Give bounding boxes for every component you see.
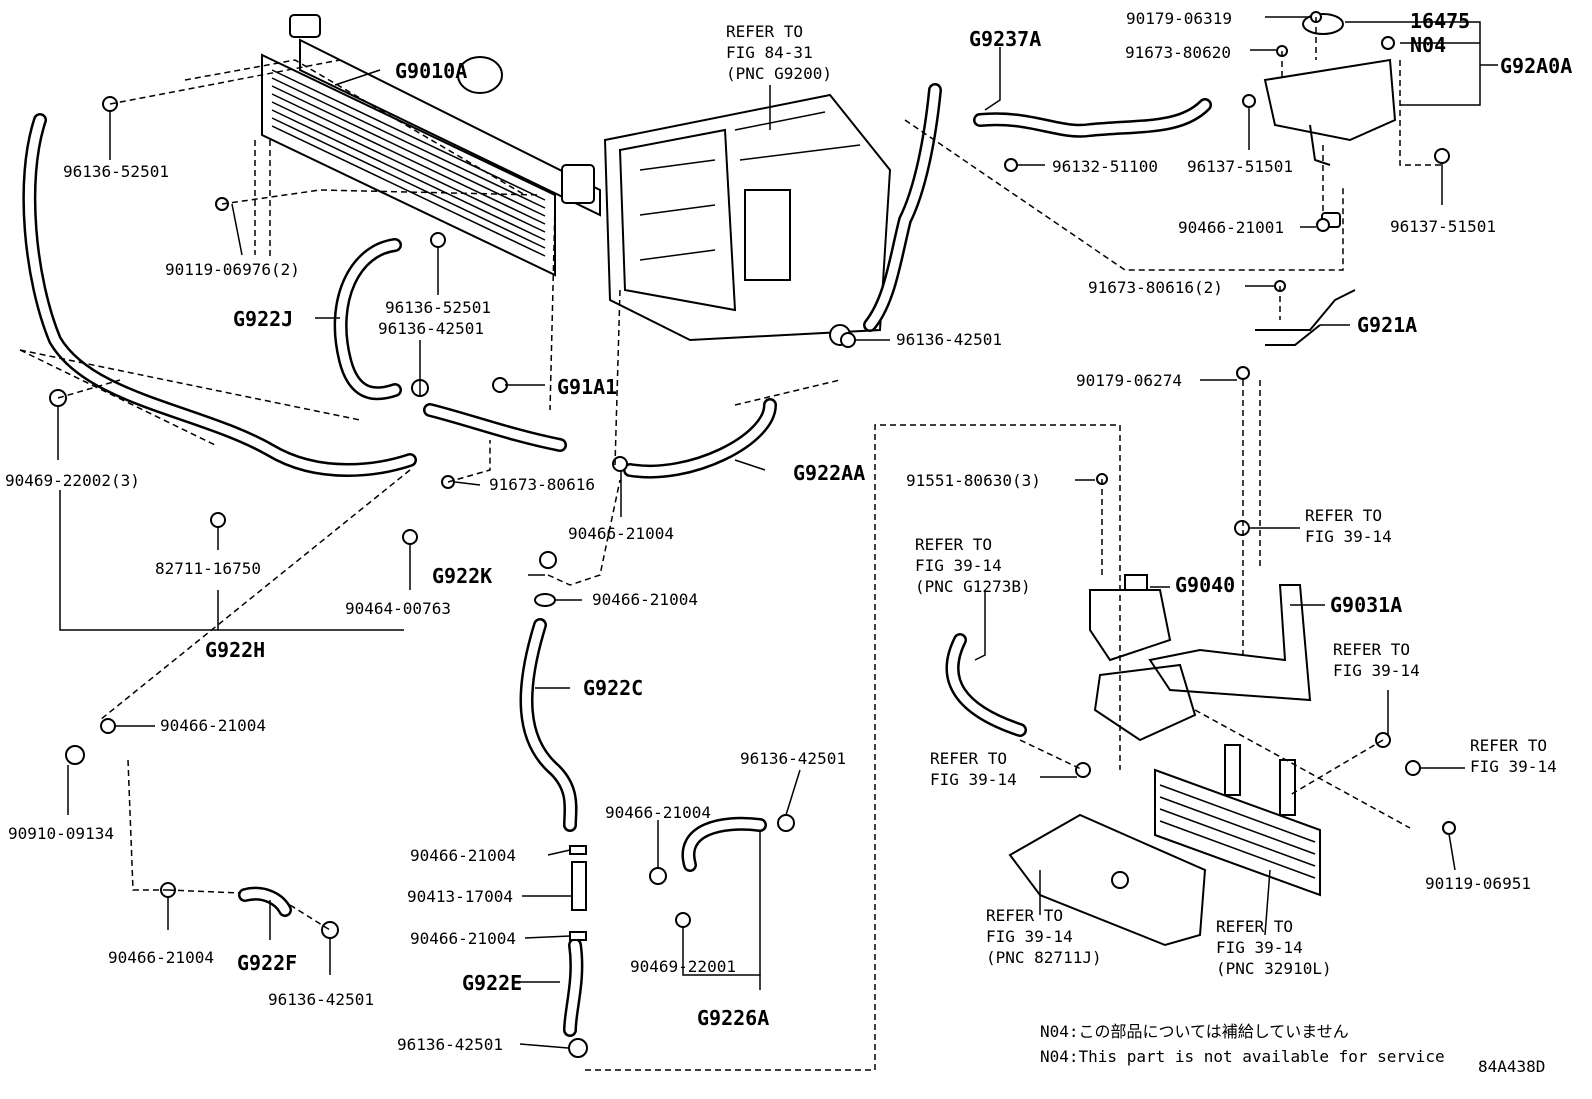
label-96136-42501-c[interactable]: 96136-42501 [397, 1035, 503, 1054]
label-96136-52501[interactable]: 96136-52501 [63, 162, 169, 181]
bracket-g921a-illustration [1255, 289, 1356, 346]
label-90466-21004-f[interactable]: 90466-21004 [410, 929, 516, 948]
label-refer-84-line3[interactable]: (PNC G9200) [726, 64, 832, 83]
radiator-illustration [261, 14, 601, 277]
label-refer-a-line1[interactable]: REFER TO [1305, 506, 1382, 525]
label-96137-51501-a[interactable]: 96137-51501 [1187, 157, 1293, 176]
note-jp: N04:この部品については補給していません [1040, 1022, 1349, 1041]
label-refer-84-line2[interactable]: FIG 84-31 [726, 43, 813, 62]
label-90469-22002[interactable]: 90469-22002(3) [5, 471, 140, 490]
label-91673-80616-b[interactable]: 91673-80616(2) [1088, 278, 1223, 297]
label-g922e[interactable]: G922E [462, 971, 522, 995]
figure-code: 84A438D [1478, 1057, 1545, 1076]
label-90466-21004-e[interactable]: 90466-21004 [410, 846, 516, 865]
label-g922c[interactable]: G922C [583, 676, 643, 700]
label-g9226a[interactable]: G9226A [697, 1006, 769, 1030]
part-labels: G9010A 96136-52501 90119-06976(2) G922J … [5, 9, 1572, 1054]
label-g92a0a[interactable]: G92A0A [1500, 54, 1572, 78]
label-90413-17004[interactable]: 90413-17004 [407, 887, 513, 906]
label-82711-16750[interactable]: 82711-16750 [155, 559, 261, 578]
label-90466-21004-a[interactable]: 90466-21004 [568, 524, 674, 543]
label-96132-51100[interactable]: 96132-51100 [1052, 157, 1158, 176]
label-g9010a[interactable]: G9010A [395, 59, 467, 83]
label-91673-80616[interactable]: 91673-80616 [489, 475, 595, 494]
label-g922aa[interactable]: G922AA [793, 461, 865, 485]
label-refer-c-line2[interactable]: FIG 39-14 [1333, 661, 1420, 680]
label-refer-f-line3[interactable]: (PNC 82711J) [986, 948, 1102, 967]
note-en: N04:This part is not available for servi… [1040, 1047, 1445, 1066]
label-90466-21004-b[interactable]: 90466-21004 [592, 590, 698, 609]
label-96136-52501-b[interactable]: 96136-52501 [385, 298, 491, 317]
label-g921a[interactable]: G921A [1357, 313, 1417, 337]
hoses [22, 83, 1212, 1037]
footnotes: N04:この部品については補給していません N04:This part is n… [1040, 1022, 1545, 1076]
clamps-and-bolts [49, 11, 1456, 1058]
label-refer-f-line2[interactable]: FIG 39-14 [986, 927, 1073, 946]
bracket-illustration [1148, 584, 1312, 702]
cover-plate-hole [1111, 871, 1129, 889]
label-96136-42501-a[interactable]: 96136-42501 [378, 319, 484, 338]
label-90466-21001[interactable]: 90466-21001 [1178, 218, 1284, 237]
label-90466-21004-g[interactable]: 90466-21004 [605, 803, 711, 822]
label-g9031a[interactable]: G9031A [1330, 593, 1402, 617]
label-refer-e-line2[interactable]: FIG 39-14 [1470, 757, 1557, 776]
label-g91a1[interactable]: G91A1 [557, 375, 617, 399]
label-90464-00763[interactable]: 90464-00763 [345, 599, 451, 618]
label-g922j[interactable]: G922J [233, 307, 293, 331]
label-90179-06274[interactable]: 90179-06274 [1076, 371, 1182, 390]
inverter-illustration [603, 93, 892, 346]
label-90466-21004-c[interactable]: 90466-21004 [160, 716, 266, 735]
label-96136-42501-d[interactable]: 96136-42501 [740, 749, 846, 768]
label-refer-84-line1[interactable]: REFER TO [726, 22, 803, 41]
label-n04[interactable]: N04 [1410, 33, 1446, 57]
label-g9040[interactable]: G9040 [1175, 573, 1235, 597]
label-90469-22001[interactable]: 90469-22001 [630, 957, 736, 976]
label-g922f[interactable]: G922F [237, 951, 297, 975]
label-91551-80630[interactable]: 91551-80630(3) [906, 471, 1041, 490]
label-refer-g-line2[interactable]: FIG 39-14 [1216, 938, 1303, 957]
label-refer-e-line1[interactable]: REFER TO [1470, 736, 1547, 755]
label-g922k[interactable]: G922K [432, 564, 492, 588]
label-refer-b-line3[interactable]: (PNC G1273B) [915, 577, 1031, 596]
label-refer-c-line1[interactable]: REFER TO [1333, 640, 1410, 659]
label-90466-21004-d[interactable]: 90466-21004 [108, 948, 214, 967]
label-96136-42501-e[interactable]: 96136-42501 [896, 330, 1002, 349]
water-pump-illustration [1089, 574, 1197, 742]
label-91673-80620[interactable]: 91673-80620 [1125, 43, 1231, 62]
phantom-lines [19, 17, 1442, 1071]
label-g922h[interactable]: G922H [205, 638, 265, 662]
label-refer-g-line3[interactable]: (PNC 32910L) [1216, 959, 1332, 978]
label-90119-06976[interactable]: 90119-06976(2) [165, 260, 300, 279]
label-refer-d-line2[interactable]: FIG 39-14 [930, 770, 1017, 789]
label-g9237a[interactable]: G9237A [969, 27, 1041, 51]
label-90179-06319[interactable]: 90179-06319 [1126, 9, 1232, 28]
label-refer-f-line1[interactable]: REFER TO [986, 906, 1063, 925]
label-refer-b-line1[interactable]: REFER TO [915, 535, 992, 554]
label-refer-d-line1[interactable]: REFER TO [930, 749, 1007, 768]
label-96136-42501-b[interactable]: 96136-42501 [268, 990, 374, 1009]
label-90119-06951[interactable]: 90119-06951 [1425, 874, 1531, 893]
label-refer-a-line2[interactable]: FIG 39-14 [1305, 527, 1392, 546]
label-16475[interactable]: 16475 [1410, 9, 1470, 33]
label-90910-09134[interactable]: 90910-09134 [8, 824, 114, 843]
leader-lines [57, 16, 1498, 1049]
label-refer-b-line2[interactable]: FIG 39-14 [915, 556, 1002, 575]
label-96137-51501-b[interactable]: 96137-51501 [1390, 217, 1496, 236]
oil-cooler-illustration [1154, 744, 1321, 897]
label-refer-g-line1[interactable]: REFER TO [1216, 917, 1293, 936]
